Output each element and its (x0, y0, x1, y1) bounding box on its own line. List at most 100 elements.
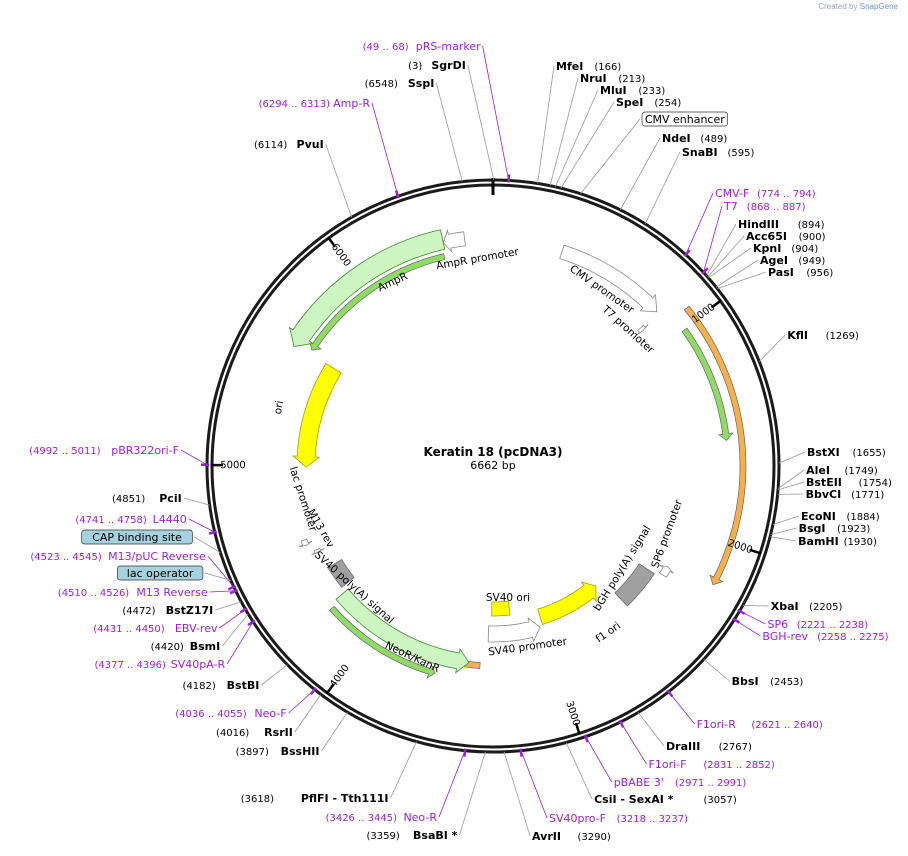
connector-line (183, 497, 210, 506)
site-bstxi: BstXI(1655) (778, 446, 886, 464)
connector-line (503, 751, 531, 837)
connector-line (209, 590, 236, 593)
label-position: (4851) (112, 494, 145, 505)
connector-line (207, 555, 235, 588)
connector-line (620, 721, 647, 765)
label-position: (489) (700, 134, 727, 145)
label-position: (2621 .. 2640) (751, 720, 823, 731)
label-position: (1269) (826, 331, 859, 342)
label-position: (2831 .. 2852) (703, 760, 775, 771)
tick-mark (325, 683, 335, 695)
label-name: PciI (159, 492, 181, 505)
label-name: KflI (787, 329, 808, 342)
label-name: pRS-marker (416, 40, 481, 53)
label-name: SP6 (768, 618, 789, 631)
connector-line (390, 741, 417, 799)
label-position: (6548) (365, 79, 398, 90)
label-name: SV40pA-R (171, 658, 226, 671)
label-name: SgrDI (431, 59, 465, 72)
connector-line (644, 151, 681, 225)
label-name: EBV-rev (175, 622, 218, 635)
label-name: AleI (806, 464, 830, 477)
site-draiii: DraIII(2767) (637, 712, 752, 753)
primer-sv40pa-r: SV40pA-R (4377 .. 4396) (94, 619, 256, 671)
label-position: (4472) (122, 606, 155, 617)
tick-mark (327, 236, 337, 248)
label-name: BstZ17I (166, 604, 214, 617)
label-name: PasI (768, 266, 794, 279)
label-position: (1771) (851, 490, 884, 501)
label-position: (1923) (837, 524, 870, 535)
label-box (81, 529, 193, 545)
primer-mark (519, 748, 523, 757)
primer-mark (618, 719, 625, 728)
site-econi: EcoNI(1884) (772, 510, 880, 525)
label-position: (4182) (183, 681, 216, 692)
label-name: pBABE 3' (614, 776, 664, 789)
primer-f1ori-f: F1ori-F(2831 .. 2852) (618, 719, 775, 771)
site-nrui: NruI(213) (549, 72, 645, 186)
primer-sp6: SP6(2221 .. 2238) (737, 608, 868, 631)
feature-sp6-promoter (659, 564, 674, 578)
connector-line (221, 613, 249, 647)
primer-m13-puc-reverse: M13/pUC Reverse(4523 .. 4545) (30, 550, 237, 591)
label-position: (4377 .. 4396) (94, 660, 166, 671)
primer-pbabe-3: pBABE 3' (2971 .. 2991) (583, 734, 747, 789)
label-position: (3897) (236, 747, 269, 758)
feature-t7-promoter (636, 324, 649, 336)
label-name: BbsI (732, 675, 759, 688)
label-position: (3) (408, 61, 422, 72)
label-position: (4036 .. 4055) (175, 709, 247, 720)
label-position: (166) (594, 62, 621, 73)
label-position: (3618) (241, 794, 274, 805)
label-name: T7 (723, 200, 738, 213)
feature-sv40-ori (491, 600, 511, 617)
primer-mark (583, 734, 589, 743)
site-ndei: NdeI(489) (619, 132, 727, 211)
label-name: CMV-F (715, 187, 749, 200)
site-bstz17i: BstZ17I (4472) (122, 601, 242, 617)
primer-pbr322ori-f: pBR322ori-F(4992 .. 5011) (29, 444, 210, 467)
feature-label-f1-ori: f1 ori (594, 620, 623, 646)
label-name: pBR322ori-F (111, 444, 179, 457)
primer-mark (683, 249, 691, 258)
label-position: (4016) (216, 728, 249, 739)
credit: Created by SnapGene (818, 2, 898, 11)
label-position: (3218 .. 3237) (617, 814, 689, 825)
feature-label-sp6-promoter: SP6 promoter (649, 498, 685, 570)
feature-neor-kanr (335, 588, 470, 674)
label-position: (949) (798, 256, 825, 267)
label-name: M13 Reverse (136, 586, 207, 599)
site-bbsi: BbsI(2453) (703, 659, 803, 688)
site-bsshii: BssHII(3897) (236, 711, 348, 758)
connector-line (371, 102, 399, 197)
connector-line (777, 481, 805, 491)
tick-label: 1000 (690, 302, 717, 326)
primer-mark (229, 588, 238, 595)
connector-line (703, 659, 730, 682)
label-name: BsmI (190, 640, 221, 653)
label-position: (4431 .. 4450) (93, 624, 165, 635)
label-position: (213) (618, 74, 645, 85)
connector-line (707, 235, 745, 278)
site-kfli: KflI (1269) (758, 329, 859, 362)
label-name: BsaBI * (413, 829, 458, 842)
connector-line (438, 750, 466, 818)
label-position: (3057) (703, 795, 736, 806)
primer-sv40pro-f: SV40pro-F(3218 .. 3237) (519, 748, 689, 825)
primer-bgh-rev: BGH-rev(2258 .. 2275) (731, 617, 889, 643)
label-position: (2971 .. 2991) (675, 778, 747, 789)
label-position: (956) (806, 268, 833, 279)
label-name: RsrII (264, 726, 293, 739)
tick-mark (710, 299, 722, 309)
primer-amp-r: Amp-R(6294 .. 6313) (259, 97, 400, 199)
connector-line (560, 101, 615, 189)
connector-line (321, 711, 348, 752)
label-name: MfeI (556, 60, 583, 73)
label-position: (49 .. 68) (363, 42, 409, 53)
tick-label: 5000 (220, 460, 245, 471)
label-name: PflFI - Tth111I (301, 792, 389, 805)
site-snabi: SnaBI(595) (644, 146, 754, 225)
site-pcii: PciI (4851) (112, 492, 210, 506)
